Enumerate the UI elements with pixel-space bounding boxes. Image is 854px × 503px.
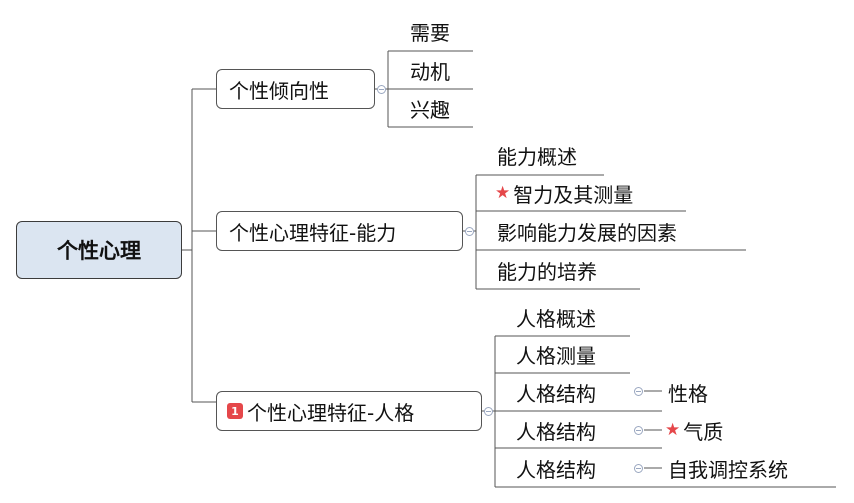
leaf-personality-structure[interactable]: 人格结构 — [516, 377, 596, 407]
collapse-icon[interactable] — [377, 85, 386, 94]
leaf-personality-structure[interactable]: 人格结构 — [516, 453, 596, 483]
branch-node-ability[interactable]: 个性心理特征-能力 — [216, 211, 463, 251]
priority-1-icon: 1 — [227, 403, 243, 419]
leaf-label: 气质 — [683, 419, 724, 444]
leaf-personality-measure[interactable]: 人格测量 — [516, 339, 596, 369]
leaf-label: 能力概述 — [497, 144, 577, 169]
branch-label: 个性心理特征-人格 — [247, 400, 415, 425]
branch-node-personality-tendency[interactable]: 个性倾向性 — [216, 69, 375, 109]
leaf-label: 人格结构 — [516, 457, 596, 482]
leaf-motive[interactable]: 动机 — [410, 55, 450, 85]
leaf-label: 智力及其测量 — [513, 182, 634, 207]
leaf-label: 人格结构 — [516, 381, 596, 406]
collapse-icon[interactable] — [634, 464, 643, 473]
root-connector — [182, 88, 216, 403]
leaf-intelligence[interactable]: ★ 智力及其测量 — [495, 178, 633, 208]
collapse-icon[interactable] — [465, 227, 474, 236]
sub-connector — [644, 390, 662, 469]
leaf-personality-structure[interactable]: 人格结构 — [516, 415, 596, 445]
branch-node-personality[interactable]: 1 个性心理特征-人格 — [216, 391, 482, 431]
leaf-label: 需要 — [410, 20, 450, 45]
leaf-label: 动机 — [410, 59, 450, 84]
leaf-ability-factors[interactable]: 影响能力发展的因素 — [497, 216, 677, 246]
leaf-ability-cultivation[interactable]: 能力的培养 — [497, 255, 597, 285]
leaf-label: 自我调控系统 — [668, 457, 788, 482]
leaf-interest[interactable]: 兴趣 — [410, 93, 450, 123]
leaf-label: 人格概述 — [516, 306, 596, 331]
collapse-icon[interactable] — [484, 407, 493, 416]
leaf-label: 能力的培养 — [497, 259, 597, 284]
star-icon: ★ — [665, 420, 681, 440]
collapse-icon[interactable] — [634, 426, 643, 435]
leaf-temperament[interactable]: ★ 气质 — [665, 415, 723, 445]
leaf-need[interactable]: 需要 — [410, 16, 450, 46]
collapse-icon[interactable] — [634, 387, 643, 396]
leaf-self-regulation[interactable]: 自我调控系统 — [668, 453, 788, 483]
branch-label: 个性心理特征-能力 — [229, 220, 397, 245]
leaf-label: 性格 — [668, 381, 708, 406]
root-label: 个性心理 — [57, 239, 141, 263]
star-icon: ★ — [495, 183, 511, 203]
leaf-label: 兴趣 — [410, 97, 450, 122]
leaf-label: 人格结构 — [516, 419, 596, 444]
leaf-character[interactable]: 性格 — [668, 377, 708, 407]
leaf-ability-overview[interactable]: 能力概述 — [497, 140, 577, 170]
root-node[interactable]: 个性心理 — [16, 221, 182, 279]
leaf-personality-overview[interactable]: 人格概述 — [516, 302, 596, 332]
leaf-label: 影响能力发展的因素 — [497, 220, 677, 245]
branch-label: 个性倾向性 — [229, 78, 329, 103]
leaf-label: 人格测量 — [516, 343, 596, 368]
